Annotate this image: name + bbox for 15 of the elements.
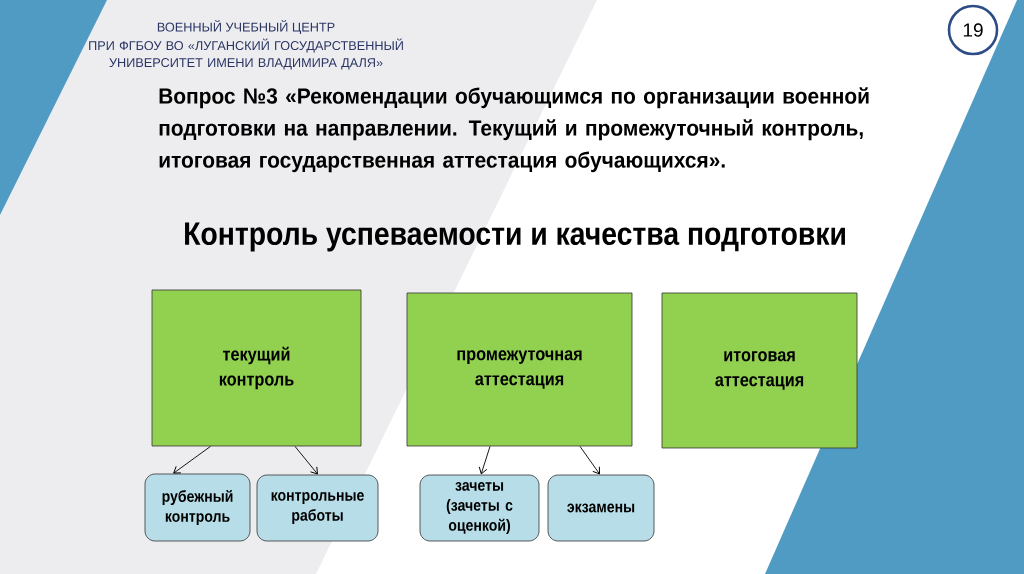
arrow xyxy=(294,445,318,475)
question-text: Вопрос №3 «Рекомендации обучающимся по организации военной подготовки на направлении. Текущий и промежуточный контроль, итоговая государственная аттестация обучающихся». xyxy=(159,87,869,173)
category-box: итоговая аттестация xyxy=(661,292,858,449)
category-box: промежуточная аттестация xyxy=(406,292,633,447)
subcategory-box: контрольные работы xyxy=(256,474,379,542)
subcategory-box: зачеты (зачеты с оценкой) xyxy=(419,474,540,542)
heading: Контроль успеваемости и качества подготовки xyxy=(185,222,845,252)
header-text: ВОЕННЫЙ УЧЕБНЫЙ ЦЕНТР xyxy=(157,20,335,34)
header-text: ПРИ ФГБОУ ВО «ЛУГАНСКИЙ ГОСУДАРСТВЕННЫЙ УНИВЕРСИТЕТ ИМЕНИ ВЛАДИМИРА ДАЛЯ» xyxy=(89,38,403,70)
arrow xyxy=(579,445,600,475)
arrow xyxy=(478,445,491,475)
category-box: текущий контроль xyxy=(151,289,362,447)
arrow xyxy=(173,445,211,474)
subcategory-box: экзамены xyxy=(547,474,655,542)
subcategory-box: рубежный контроль xyxy=(144,473,251,542)
